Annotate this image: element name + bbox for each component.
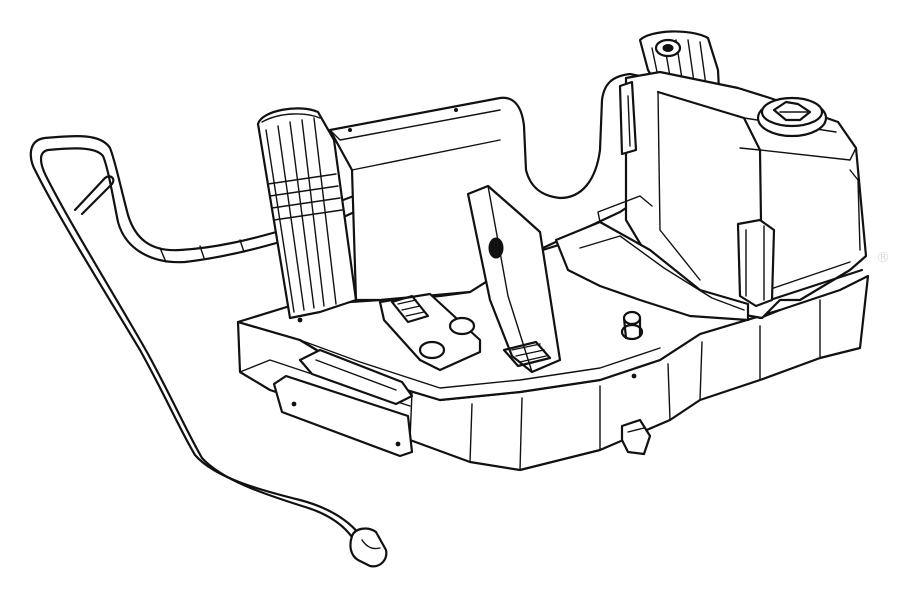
reservoir-tray-body xyxy=(236,72,870,472)
washer-hose xyxy=(29,134,388,568)
watermark-registered-mark: ® xyxy=(876,250,890,266)
washer-reservoir-tank xyxy=(554,30,868,322)
